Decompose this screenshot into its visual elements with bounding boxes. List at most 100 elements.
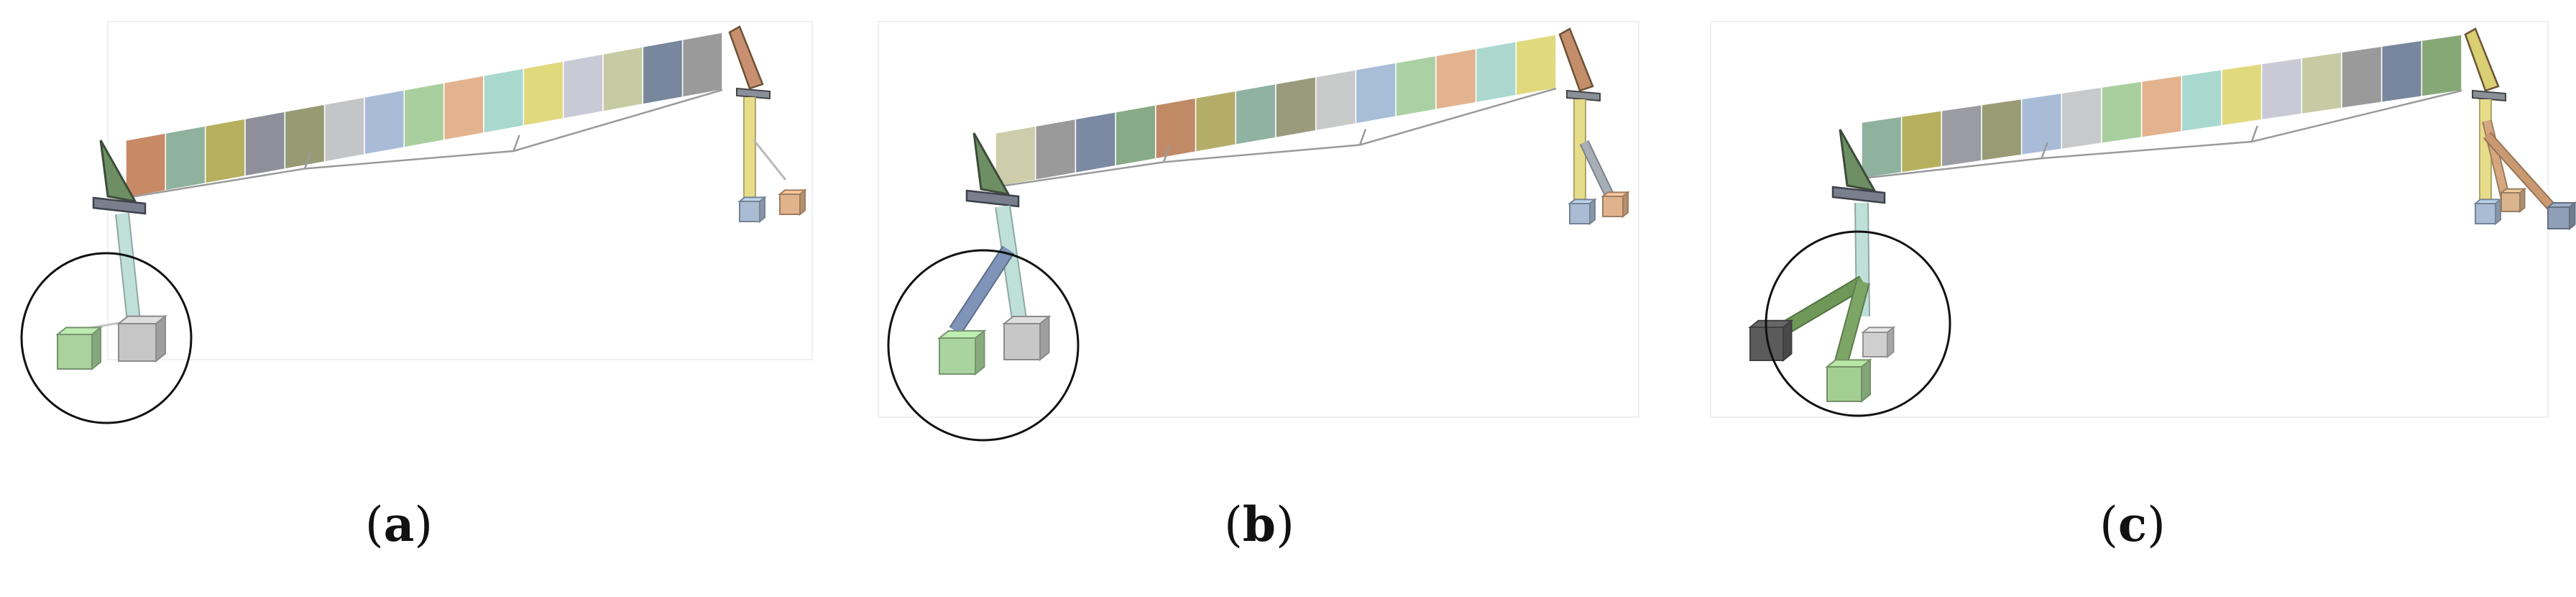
truss-cable (1861, 89, 2462, 180)
highlight-circle (887, 249, 1080, 442)
box-side (155, 314, 166, 363)
truss-strut (1358, 129, 1367, 145)
module-band (1861, 34, 2462, 179)
module-strip (2301, 51, 2342, 115)
module-strip (2380, 40, 2423, 104)
module-strip (1475, 40, 1517, 104)
module-band (995, 34, 1557, 188)
truss-strut (1162, 145, 1171, 163)
module-strip (1395, 55, 1437, 118)
module-band (125, 32, 723, 199)
module-strip (323, 96, 365, 163)
left-brace (949, 245, 1015, 335)
truss-strut (2041, 142, 2048, 159)
panel-c (1710, 21, 2576, 418)
left-post (115, 212, 142, 336)
panel-b (878, 21, 1639, 442)
module-strip (443, 75, 484, 141)
truss-strut (303, 152, 312, 169)
module-strip (995, 125, 1036, 188)
module-strip (2260, 57, 2303, 121)
box-side (2495, 198, 2501, 226)
box-side (2519, 187, 2526, 214)
right-brace-cable (753, 140, 787, 181)
left-crossbar (965, 189, 1020, 208)
box-front (57, 334, 93, 370)
box-front (1862, 332, 1888, 357)
module-strip (2341, 45, 2383, 109)
module-strip (562, 53, 604, 119)
module-strip (1034, 118, 1077, 181)
box-front (1003, 323, 1041, 360)
left-post (995, 205, 1028, 325)
box-front (2501, 192, 2521, 212)
right-brace (1579, 140, 1615, 199)
caption-a: (a) (364, 496, 433, 552)
module-strip (2020, 92, 2063, 156)
box-front (1826, 366, 1862, 402)
module-strip (1900, 109, 1943, 173)
module-strip (1515, 34, 1557, 96)
truss-strut (2250, 125, 2258, 142)
module-strip (1195, 90, 1237, 152)
post-body (2484, 132, 2554, 210)
module-strip (2061, 86, 2102, 150)
left-footing-brace (1748, 319, 1794, 363)
module-strip (602, 46, 644, 112)
module-strip (2221, 63, 2263, 127)
module-strip (165, 125, 206, 191)
right-footing-brace (2546, 201, 2576, 231)
module-strip (244, 111, 286, 177)
left-crossbar (1831, 186, 1886, 204)
module-strip (1075, 111, 1116, 174)
right-crossbar (2472, 89, 2506, 102)
module-strip (1435, 47, 1477, 111)
right-footing-main (737, 196, 767, 224)
box-side (799, 188, 806, 217)
module-strip (2101, 81, 2143, 145)
module-strip (204, 118, 246, 184)
module-strip (1155, 97, 1197, 160)
box-front (2475, 203, 2496, 224)
caption-c: (c) (2099, 496, 2166, 552)
module-strip (1235, 83, 1276, 146)
left-footing-main (1861, 326, 1896, 359)
left-footing-brace (937, 329, 987, 376)
truss-cable (995, 87, 1557, 188)
post-body (950, 246, 1013, 334)
box-side (975, 329, 985, 376)
box-side (759, 196, 765, 224)
module-strip (642, 39, 684, 105)
box-side (1782, 319, 1793, 363)
box-side (91, 326, 101, 371)
post-body (1581, 140, 1614, 199)
module-strip (1941, 104, 1982, 168)
module-strip (483, 68, 525, 134)
module-strip (364, 89, 405, 155)
left-bracket (972, 132, 1011, 196)
module-strip (1275, 76, 1317, 139)
right-footing-main (1568, 198, 1597, 226)
left-brace (1833, 280, 1870, 369)
box-front (739, 201, 760, 222)
module-strip (284, 104, 326, 170)
box-side (2569, 201, 2576, 231)
right-crossbar (736, 87, 770, 100)
caption-b: (b) (1224, 496, 1294, 552)
left-footing-brace (55, 326, 103, 371)
module-strip (523, 60, 564, 127)
right-bracket (2464, 27, 2500, 92)
right-footing-brace (778, 188, 807, 217)
highlight-circle (20, 252, 193, 424)
truss-strut (512, 135, 520, 152)
post-body (116, 213, 141, 335)
module-strip (1981, 98, 2023, 162)
box-side (1861, 358, 1871, 404)
box-side (1887, 326, 1895, 359)
truss-cable (125, 88, 723, 199)
box-front (118, 323, 157, 362)
right-bracket (728, 25, 764, 90)
box-side (1589, 198, 1596, 226)
box-side (1039, 314, 1050, 362)
